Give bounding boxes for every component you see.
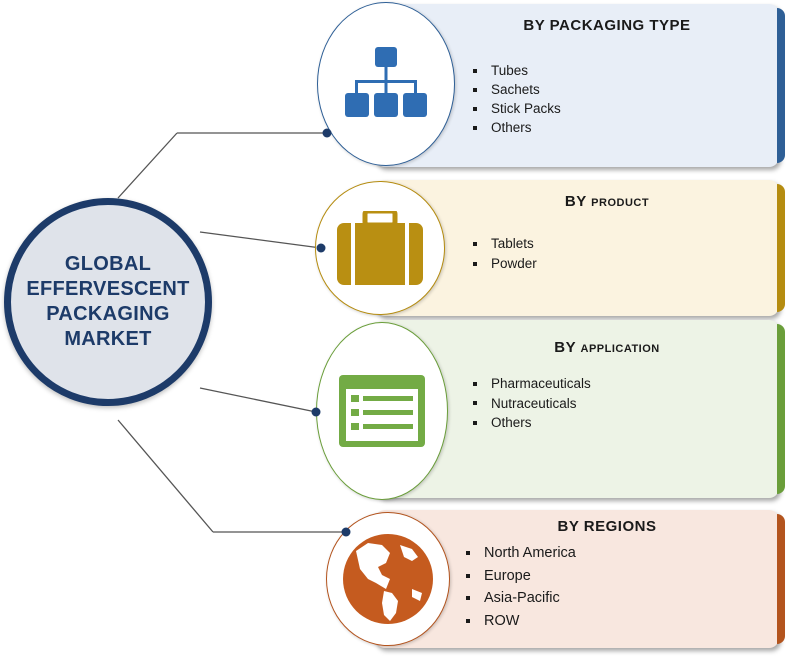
list-item: North America — [466, 542, 576, 565]
connector-line-regions — [117, 419, 214, 533]
panel-title: BY product — [564, 193, 650, 210]
list-form-icon — [339, 375, 425, 447]
connector-dot — [341, 527, 351, 537]
market-hub-circle: GLOBAL EFFERVESCENT PACKAGING MARKET — [4, 198, 212, 406]
segment-item-list: North America Europe Asia-Pacific ROW — [466, 542, 576, 632]
panel-title: BY REGIONS — [557, 518, 657, 535]
connector-dot — [322, 128, 332, 138]
globe-icon — [343, 534, 433, 624]
icon-circle-product — [315, 181, 445, 315]
hierarchy-icon — [345, 47, 427, 117]
panel-edge — [777, 514, 785, 644]
list-item: ROW — [466, 610, 576, 633]
segment-item-list: Pharmaceuticals Nutraceuticals Others — [473, 374, 591, 433]
connector-line-packaging — [117, 132, 178, 199]
segment-item-list: Tubes Sachets Stick Packs Others — [473, 61, 561, 137]
list-item: Europe — [466, 565, 576, 588]
panel-title: BY application — [554, 339, 660, 356]
list-item: Others — [473, 413, 591, 433]
hub-title-line: GLOBAL — [64, 253, 152, 275]
segment-item-list: Tablets Powder — [473, 234, 537, 274]
hub-title-line: MARKET — [64, 328, 152, 350]
connector-dot — [311, 407, 321, 417]
connector-dot — [316, 243, 326, 253]
icon-circle-packaging — [317, 2, 455, 166]
connector-line-application — [199, 387, 317, 413]
list-item: Asia-Pacific — [466, 587, 576, 610]
list-item: Tablets — [473, 234, 537, 254]
panel-edge — [777, 184, 785, 312]
list-item: Powder — [473, 254, 537, 274]
hub-title-line: EFFERVESCENT — [26, 278, 190, 300]
icon-circle-application — [316, 322, 448, 500]
list-item: Sachets — [473, 80, 561, 99]
hub-title: GLOBAL EFFERVESCENT PACKAGING MARKET — [13, 252, 203, 352]
list-item: Nutraceuticals — [473, 394, 591, 414]
panel-edge — [777, 8, 785, 163]
briefcase-icon — [337, 211, 423, 285]
panel-edge — [777, 324, 785, 494]
connector-line-product — [199, 231, 322, 249]
list-item: Tubes — [473, 61, 561, 80]
hub-title-line: PACKAGING — [46, 303, 170, 325]
list-item: Others — [473, 118, 561, 137]
list-item: Stick Packs — [473, 99, 561, 118]
panel-title: BY PACKAGING TYPE — [523, 17, 691, 34]
list-item: Pharmaceuticals — [473, 374, 591, 394]
